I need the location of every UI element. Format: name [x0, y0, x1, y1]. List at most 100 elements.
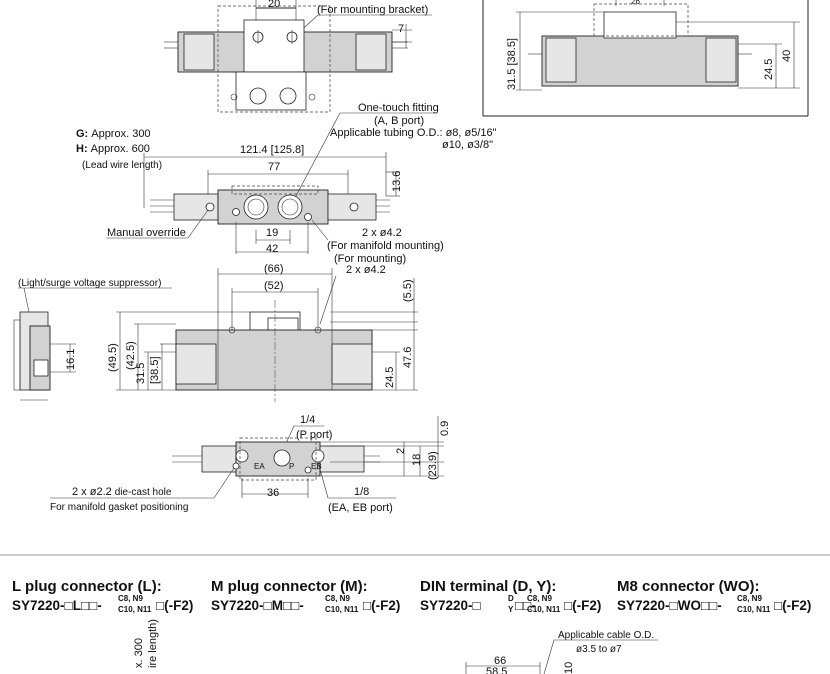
cutoff-wire-length: ire length) [147, 619, 159, 668]
m8-suffix: □(-F2) [774, 598, 811, 613]
elev-holes-label: 2 x ø4.2 [346, 264, 386, 276]
dim-24-5-label: 24.5 [763, 59, 775, 80]
manifold-mounting-label: (For manifold mounting) [327, 240, 444, 252]
m-plug-sub-bot: C10, N11 [325, 605, 359, 614]
dim-0-9-label: 0.9 [439, 421, 451, 436]
l-plug-sub-bot: C10, N11 [118, 605, 152, 614]
end-view-box: 26 31.5 [38.5] 24.5 40 [482, 0, 809, 117]
dim-24-5-label: 24.5 [384, 367, 396, 388]
fitting-port: (A, B port) [374, 115, 424, 127]
m-plug-suffix: □(-F2) [363, 598, 400, 613]
dim-36-label: 36 [267, 487, 279, 499]
dim-31-5-label: 31.5 [135, 363, 147, 384]
l-plug-title: L plug connector (L): [12, 578, 162, 595]
dim-42-5-label: (42.5) [125, 341, 137, 370]
dim-40-label: 40 [781, 50, 793, 62]
dim-5-5-label: (5.5) [402, 279, 414, 302]
l-plug-suffix: □(-F2) [156, 598, 193, 613]
m8-title: M8 connector (WO): [617, 578, 760, 595]
dim-31-5-38-5-label: 31.5 [38.5] [506, 38, 518, 90]
dim-20-label: 20 [268, 0, 280, 10]
e-port-label: (EA, EB port) [328, 502, 393, 514]
m-plug-sub-top: C8, N9 [325, 594, 350, 603]
cutoff-dim-66: 66 [494, 655, 506, 667]
manual-override-label: Manual override [107, 227, 186, 239]
ea-port-mark: EA [254, 462, 265, 471]
connector-headings: L plug connector (L): SY7220-□L□□- C8, N… [0, 554, 830, 614]
din-model-prefix: SY7220-□ [420, 598, 481, 613]
plan-view: G:Approx. 300 H:Approx. 600 (Lead wire l… [76, 102, 497, 255]
cable-range-label: ø3.5 to ø7 [576, 644, 622, 655]
top-view-partial: 20 (For mounting bracket) 7 [164, 0, 432, 113]
din-dy-top: D [508, 594, 514, 603]
g-value: Approx. 300 [91, 128, 150, 140]
dim-121-4-label: 121.4 [125.8] [240, 144, 304, 156]
dim-16-1-label: 16.1 [65, 349, 77, 370]
m8-sub-top: C8, N9 [737, 594, 762, 603]
m8-model-prefix: SY7220-□WO□□- [617, 598, 722, 613]
l-plug-sub-top: C8, N9 [118, 594, 143, 603]
dim-49-5-label: (49.5) [107, 343, 119, 372]
fitting-title: One-touch fitting [358, 102, 439, 114]
die-cast-suffix: die-cast hole [115, 487, 172, 498]
dim-52-label: (52) [264, 280, 284, 292]
dim-2-label: 2 [395, 448, 407, 454]
die-cast-count: 2 x ø2.2 [72, 486, 112, 498]
h-letter: H: [76, 143, 88, 155]
din-suffix: □(-F2) [564, 598, 601, 613]
eb-port-mark: EB [311, 462, 322, 471]
din-mid: □ [473, 598, 481, 613]
dim-26-label: 26 [631, 0, 640, 6]
dim-66-label: (66) [264, 263, 284, 275]
m8-prefix: SY7220- [617, 598, 670, 613]
m8-sub-bot: C10, N11 [737, 605, 771, 614]
dim-42-label: 42 [266, 243, 278, 255]
dim-13-6-label: 13.6 [391, 171, 403, 192]
cutoff-dim-58-5: 58.5 [486, 666, 507, 674]
dim-18-label: 18 [411, 454, 423, 466]
m-plug-mid: □M□□- [264, 598, 304, 613]
e-size-label: 1/8 [354, 486, 369, 498]
m-plug-prefix: SY7220- [211, 598, 264, 613]
dim-19-label: 19 [266, 227, 278, 239]
side-elevation: (For mounting) 2 x ø4.2 (66) (52) (5.5) … [13, 253, 418, 402]
plan-holes-label: 2 x ø4.2 [362, 227, 402, 239]
for-mounting-label: (For mounting) [334, 253, 406, 265]
m8-heading: M8 connector (WO): SY7220-□WO□□- C8, N9 … [617, 578, 811, 614]
bottom-view: 1/4 (P port) EA P EB 0.9 2 18 (23.9) 2 x… [50, 414, 451, 514]
din-prefix: SY7220- [420, 598, 473, 613]
cutoff-dim-10: 10 [563, 662, 575, 674]
l-plug-model-prefix: SY7220-□L□□- [12, 598, 102, 613]
l-plug-heading: L plug connector (L): SY7220-□L□□- C8, N… [12, 578, 193, 614]
dim-47-6-label: 47.6 [402, 347, 414, 368]
dim-23-9-label: (23.9) [427, 451, 439, 480]
h-label: H:Approx. 600 [76, 143, 150, 155]
m-plug-title: M plug connector (M): [211, 578, 368, 595]
cable-od-label: Applicable cable O.D. [558, 630, 654, 641]
dim-77-label: 77 [268, 161, 280, 173]
m-plug-model-prefix: SY7220-□M□□- [211, 598, 304, 613]
m8-mid: □WO□□- [670, 598, 722, 613]
h-value: Approx. 600 [91, 143, 150, 155]
cutoff-approx-300: x. 300 [133, 638, 145, 668]
lead-wire-label: (Lead wire length) [82, 160, 162, 171]
dim-7-label: 7 [398, 23, 404, 35]
dim-38-5-label: [38.5] [149, 356, 161, 384]
p-port-mark: P [289, 462, 294, 471]
suppressor-label: (Light/surge voltage suppressor) [18, 278, 161, 289]
l-plug-prefix: SY7220- [12, 598, 65, 613]
bottom-fragments: x. 300 ire length) Applicable cable O.D.… [133, 619, 658, 674]
g-letter: G: [76, 128, 88, 140]
din-dy-bot: Y [508, 605, 514, 614]
tubing-line1: Applicable tubing O.D.: ø8, ø5/16" [330, 127, 497, 139]
din-title: DIN terminal (D, Y): [420, 578, 556, 595]
tubing-line2: ø10, ø3/8" [442, 139, 493, 151]
m-plug-heading: M plug connector (M): SY7220-□M□□- C8, N… [211, 578, 400, 614]
g-label: G:Approx. 300 [76, 128, 151, 140]
din-heading: DIN terminal (D, Y): SY7220-□ D Y □□- C8… [420, 578, 601, 614]
gasket-label: For manifold gasket positioning [50, 502, 188, 513]
l-plug-mid: □L□□- [65, 598, 102, 613]
din-sub-top: C8, N9 [527, 594, 552, 603]
